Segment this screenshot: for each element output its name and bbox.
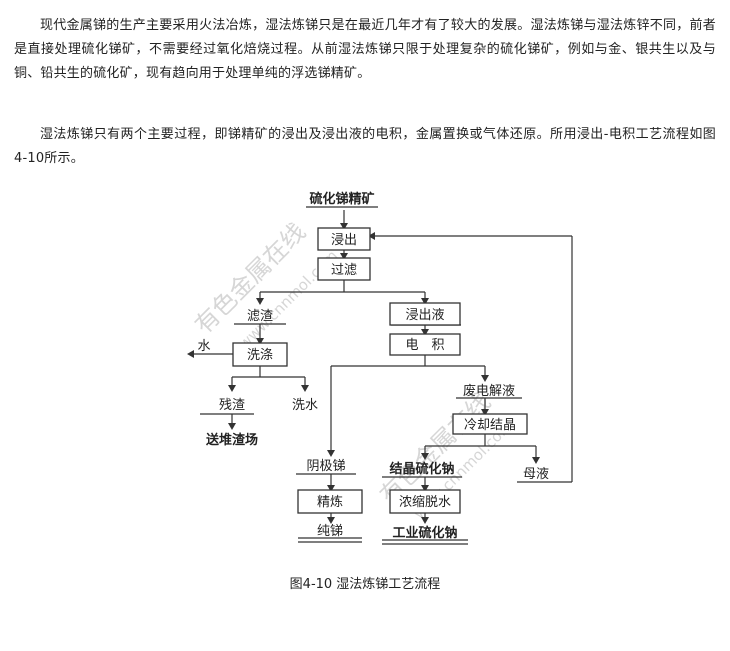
label-electrowin: 电 积	[405, 338, 444, 353]
label-spent-electrolyte: 废电解液	[463, 383, 515, 399]
paragraph-intro: 现代金属锑的生产主要采用火法冶炼，湿法炼锑只是在最近几年才有了较大的发展。湿法炼…	[14, 18, 716, 81]
electrowin-box	[389, 333, 461, 356]
label-wash-water: 洗水	[292, 398, 318, 413]
refine-box	[297, 489, 363, 514]
label-wash: 洗涤	[247, 348, 273, 363]
paragraph-process: 湿法炼锑只有两个主要过程，即锑精矿的浸出及浸出液的电积，金属置换或气体还原。所用…	[14, 127, 716, 166]
filter-box	[317, 257, 371, 281]
label-mother-liquor: 母液	[523, 467, 549, 482]
label-residue: 滤渣	[247, 309, 273, 324]
cool-crystallize-box	[452, 413, 528, 435]
label-pure-antimony: 纯锑	[317, 524, 343, 539]
label-to-dump: 送堆渣场	[205, 432, 258, 448]
label-leach: 浸出	[331, 233, 357, 248]
label-leach-solution: 浸出液	[405, 308, 444, 323]
label-raw-material: 硫化锑精矿	[309, 191, 374, 207]
label-water: 水	[197, 339, 210, 354]
wash-box	[232, 342, 288, 367]
process-flowchart: 有色金属在线 www.cnnmol.com 有色金属在线 www.cnnmol.…	[187, 191, 573, 545]
label-concentrate-dehydrate: 浓缩脱水	[399, 494, 451, 510]
label-cathode-antimony: 阴极锑	[306, 459, 345, 474]
label-final-residue: 残渣	[219, 398, 245, 413]
label-cool-crystallize: 冷却结晶	[464, 418, 516, 433]
label-refine: 精炼	[317, 495, 343, 510]
leach-solution-box	[389, 302, 461, 326]
label-industrial-sodium-sulfide: 工业硫化钠	[392, 525, 457, 541]
label-filter: 过滤	[331, 263, 357, 278]
label-crystal-sodium-sulfide: 结晶硫化钠	[389, 461, 454, 477]
figure-caption: 图4-10 湿法炼锑工艺流程	[289, 577, 441, 592]
leach-box	[317, 227, 371, 251]
concentrate-box	[389, 489, 461, 514]
